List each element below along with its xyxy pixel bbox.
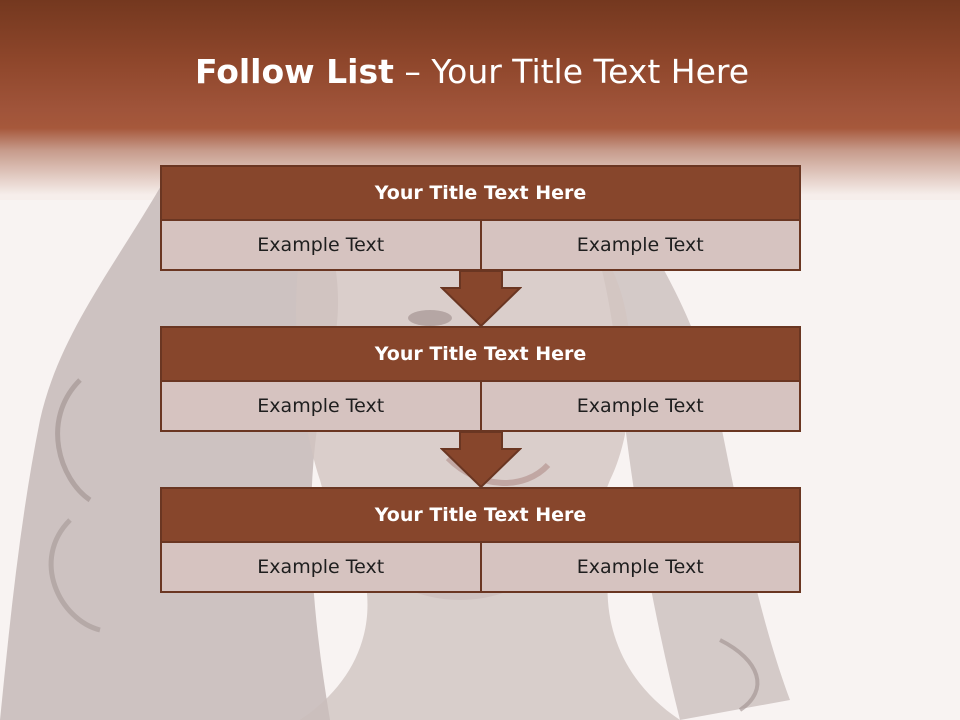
flow-block-cell: Example Text xyxy=(481,543,801,593)
flow-block-title: Your Title Text Here xyxy=(160,165,801,221)
flow-block-row: Example Text Example Text xyxy=(160,382,801,432)
down-arrow-icon xyxy=(440,270,522,328)
flow-block-cell: Example Text xyxy=(481,382,801,432)
slide-title-bold: Follow List xyxy=(194,52,394,91)
flow-block-2: Your Title Text Here Example Text Exampl… xyxy=(160,326,801,432)
flow-block-cell: Example Text xyxy=(481,221,801,271)
down-arrow-icon xyxy=(440,431,522,489)
flow-block-3: Your Title Text Here Example Text Exampl… xyxy=(160,487,801,593)
flow-block-row: Example Text Example Text xyxy=(160,543,801,593)
slide-title: Follow List – Your Title Text Here xyxy=(0,52,944,91)
flow-block-row: Example Text Example Text xyxy=(160,221,801,271)
flow-block-cell: Example Text xyxy=(160,382,482,432)
flow-block-title: Your Title Text Here xyxy=(160,326,801,382)
flow-block-cell: Example Text xyxy=(160,543,482,593)
flow-block-title: Your Title Text Here xyxy=(160,487,801,543)
flow-block-1: Your Title Text Here Example Text Exampl… xyxy=(160,165,801,271)
slide-title-rest: – Your Title Text Here xyxy=(393,52,750,91)
flow-block-cell: Example Text xyxy=(160,221,482,271)
